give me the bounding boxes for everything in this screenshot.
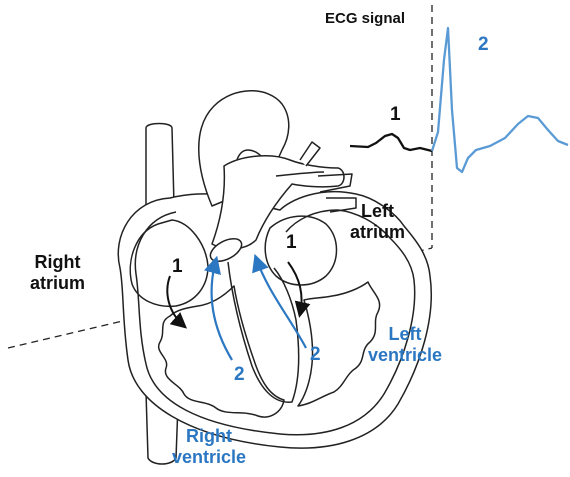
ecg-trace-phase2: [432, 28, 568, 172]
label-left-atrium-line2: atrium: [350, 222, 405, 243]
flow-marker-right-atrium: 1: [172, 256, 183, 278]
label-right-ventricle-line1: Right: [172, 426, 246, 447]
label-right-atrium: Right atrium: [30, 252, 85, 293]
flow-marker-left-atrium: 1: [286, 232, 297, 254]
ecg-phase1-marker: 1: [390, 104, 401, 126]
label-right-atrium-line1: Right: [30, 252, 85, 273]
superior-vena-cava: [146, 124, 174, 209]
label-right-atrium-line2: atrium: [30, 273, 85, 294]
ecg-trace-phase1: [350, 134, 432, 151]
label-right-ventricle-line2: ventricle: [172, 447, 246, 468]
flow-marker-left-ventricle: 2: [310, 344, 321, 366]
label-left-atrium: Left atrium: [350, 201, 405, 242]
ecg-title: ECG signal: [325, 10, 405, 27]
label-left-ventricle-line1: Left: [368, 324, 442, 345]
label-left-ventricle-line2: ventricle: [368, 345, 442, 366]
ecg-phase2-marker: 2: [478, 34, 489, 56]
label-left-atrium-line1: Left: [350, 201, 405, 222]
flow-marker-right-ventricle: 2: [234, 364, 245, 386]
label-left-ventricle: Left ventricle: [368, 324, 442, 365]
label-right-ventricle: Right ventricle: [172, 426, 246, 467]
